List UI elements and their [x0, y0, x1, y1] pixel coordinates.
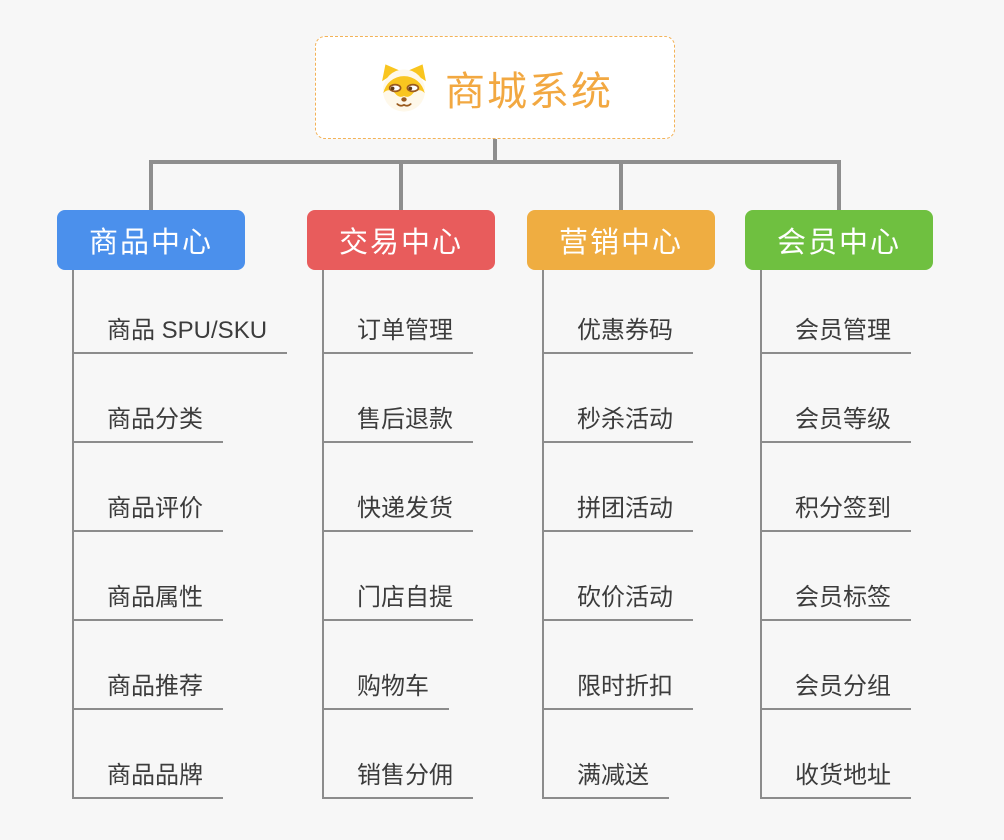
branch-member-center: 会员中心 会员管理 会员等级 积分签到 会员标签 会员分组 收货地址 [745, 210, 933, 810]
child-node: 商品品牌 [73, 761, 223, 799]
root-node[interactable]: 商城系统 [315, 36, 675, 139]
child-node: 门店自提 [323, 583, 473, 621]
child-label[interactable]: 秒杀活动 [543, 405, 693, 443]
child-node: 订单管理 [323, 316, 473, 354]
branch-trunk-line [72, 270, 74, 799]
child-node: 商品分类 [73, 405, 223, 443]
child-node: 商品推荐 [73, 672, 223, 710]
child-label[interactable]: 商品品牌 [73, 761, 223, 799]
child-node: 售后退款 [323, 405, 473, 443]
child-label[interactable]: 商品评价 [73, 494, 223, 532]
branch-trunk-line [322, 270, 324, 799]
child-label[interactable]: 积分签到 [761, 494, 911, 532]
child-label[interactable]: 商品推荐 [73, 672, 223, 710]
child-node: 拼团活动 [543, 494, 693, 532]
child-node: 快递发货 [323, 494, 473, 532]
branch-label: 交易中心 [338, 227, 463, 259]
branch-box-trade-center[interactable]: 交易中心 [307, 210, 495, 270]
child-label[interactable]: 会员标签 [761, 583, 911, 621]
child-node: 会员等级 [761, 405, 911, 443]
child-label[interactable]: 会员等级 [761, 405, 911, 443]
child-label[interactable]: 拼团活动 [543, 494, 693, 532]
child-node: 商品 SPU/SKU [73, 316, 288, 354]
child-label[interactable]: 商品 SPU/SKU [73, 316, 288, 354]
child-label[interactable]: 售后退款 [323, 405, 473, 443]
child-node: 积分签到 [761, 494, 911, 532]
child-node: 商品评价 [73, 494, 223, 532]
child-label[interactable]: 会员管理 [761, 316, 911, 354]
child-node: 商品属性 [73, 583, 223, 621]
child-label[interactable]: 快递发货 [323, 494, 473, 532]
child-label[interactable]: 限时折扣 [543, 672, 693, 710]
child-node: 会员标签 [761, 583, 911, 621]
child-label[interactable]: 订单管理 [323, 316, 473, 354]
child-label[interactable]: 商品分类 [73, 405, 223, 443]
child-label[interactable]: 购物车 [323, 672, 449, 710]
branch-trunk-line [760, 270, 762, 799]
child-label[interactable]: 收货地址 [761, 761, 911, 799]
child-label[interactable]: 砍价活动 [543, 583, 693, 621]
child-label[interactable]: 满减送 [543, 761, 669, 799]
child-label[interactable]: 优惠券码 [543, 316, 693, 354]
child-label[interactable]: 商品属性 [73, 583, 223, 621]
branch-box-product-center[interactable]: 商品中心 [57, 210, 245, 270]
child-node: 秒杀活动 [543, 405, 693, 443]
root-title: 商城系统 [445, 69, 613, 114]
child-label[interactable]: 销售分佣 [323, 761, 473, 799]
branch-box-marketing-center[interactable]: 营销中心 [527, 210, 715, 270]
branch-box-member-center[interactable]: 会员中心 [745, 210, 933, 270]
child-label[interactable]: 门店自提 [323, 583, 473, 621]
child-label[interactable]: 会员分组 [761, 672, 911, 710]
branch-trunk-line [542, 270, 544, 799]
child-node: 限时折扣 [543, 672, 693, 710]
branch-label: 商品中心 [88, 227, 213, 259]
child-node: 满减送 [543, 761, 669, 799]
child-node: 优惠券码 [543, 316, 693, 354]
dog-face-icon [382, 63, 426, 112]
branch-label: 营销中心 [558, 227, 683, 259]
branch-trade-center: 交易中心 订单管理 售后退款 快递发货 门店自提 购物车 销售分佣 [307, 210, 495, 810]
child-node: 砍价活动 [543, 583, 693, 621]
branch-product-center: 商品中心 商品 SPU/SKU 商品分类 商品评价 商品属性 商品推荐 商品品牌 [57, 210, 288, 810]
branch-marketing-center: 营销中心 优惠券码 秒杀活动 拼团活动 砍价活动 限时折扣 满减送 [527, 210, 715, 810]
child-node: 会员分组 [761, 672, 911, 710]
branch-label: 会员中心 [776, 227, 901, 259]
child-node: 会员管理 [761, 316, 911, 354]
child-node: 购物车 [323, 672, 449, 710]
child-node: 收货地址 [761, 761, 911, 799]
child-node: 销售分佣 [323, 761, 473, 799]
